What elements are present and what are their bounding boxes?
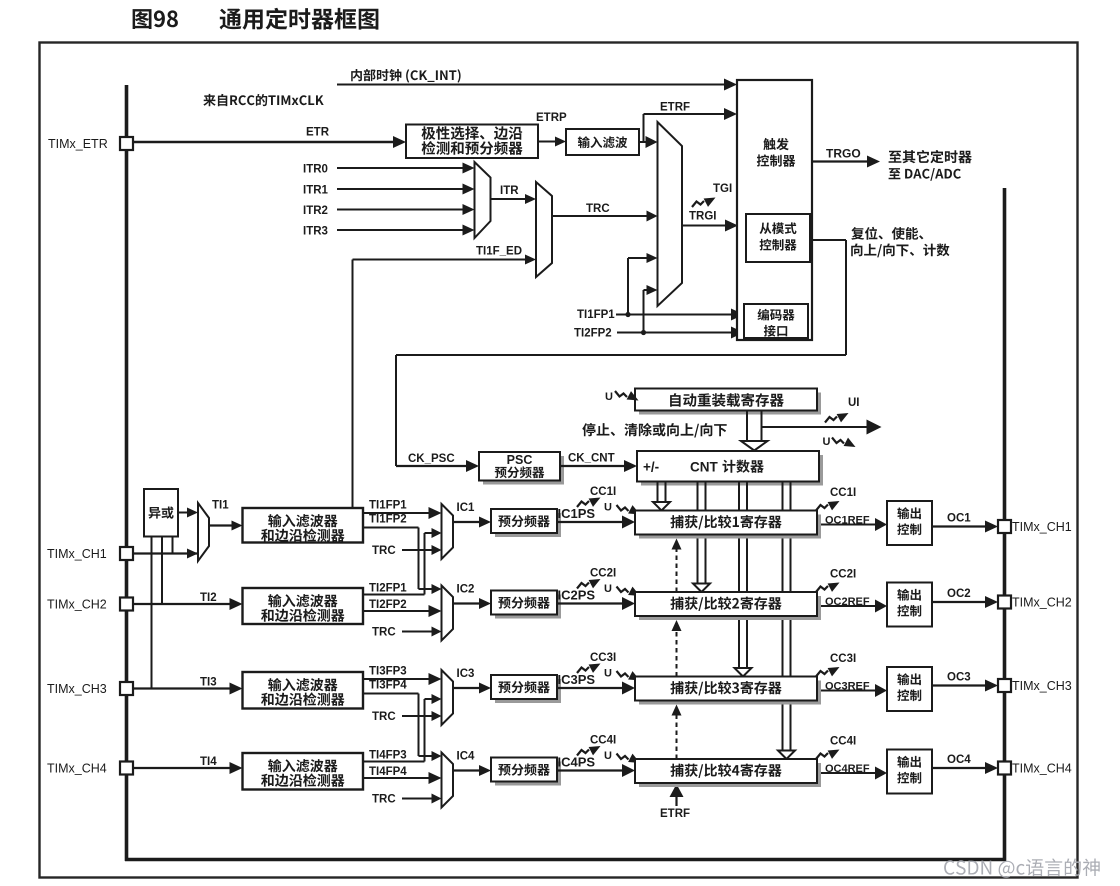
svg-text:U: U (604, 668, 612, 680)
svg-text:TIMx_CH4: TIMx_CH4 (47, 762, 107, 776)
svg-text:U: U (605, 391, 613, 403)
svg-text:CNT: CNT (690, 460, 718, 475)
svg-text:ETRF: ETRF (660, 102, 690, 114)
svg-text:TIMx_CH1: TIMx_CH1 (1012, 520, 1072, 534)
svg-text:ITR3: ITR3 (303, 226, 328, 238)
svg-text:TIMx_CH3: TIMx_CH3 (47, 682, 107, 696)
svg-text:IC1: IC1 (457, 502, 476, 514)
svg-text:TI1FP1: TI1FP1 (577, 309, 615, 321)
svg-text:TIMx_CH1: TIMx_CH1 (47, 547, 107, 561)
svg-text:CC1I: CC1I (590, 486, 616, 498)
svg-text:U: U (823, 436, 831, 448)
svg-text:TRC: TRC (586, 203, 610, 215)
svg-text:TI4: TI4 (200, 756, 217, 768)
svg-text:ITR1: ITR1 (303, 185, 329, 197)
svg-text:TRC: TRC (372, 627, 396, 639)
svg-text:+/-: +/- (643, 460, 659, 475)
svg-text:ETRP: ETRP (536, 112, 567, 124)
svg-text:TI2: TI2 (200, 592, 217, 604)
svg-text:TI1FP2: TI1FP2 (369, 514, 407, 526)
svg-text:OC4: OC4 (947, 754, 971, 766)
svg-text:TI2FP2: TI2FP2 (369, 599, 407, 611)
svg-text:IC1PS: IC1PS (558, 506, 596, 521)
svg-text:IC2: IC2 (457, 584, 475, 596)
svg-text:U: U (604, 583, 612, 595)
svg-text:OC2: OC2 (947, 588, 971, 600)
svg-text:TIMx_ETR: TIMx_ETR (48, 137, 108, 151)
svg-text:TGI: TGI (713, 183, 732, 195)
svg-text:TI2FP1: TI2FP1 (369, 583, 407, 595)
svg-text:TI3: TI3 (200, 677, 217, 689)
svg-text:TRC: TRC (372, 794, 396, 806)
svg-text:TRGI: TRGI (689, 211, 716, 223)
svg-text:TRC: TRC (372, 545, 396, 557)
svg-text:IC4: IC4 (457, 751, 476, 763)
svg-text:TI3FP3: TI3FP3 (369, 666, 407, 678)
svg-text:ETRF: ETRF (660, 808, 690, 820)
svg-text:U: U (604, 502, 612, 514)
svg-text:TIMx_CH4: TIMx_CH4 (1012, 762, 1072, 776)
svg-text:CC2I: CC2I (590, 568, 616, 580)
svg-text:CC4I: CC4I (590, 735, 616, 747)
svg-text:TI2FP2: TI2FP2 (574, 328, 612, 340)
svg-text:IC2PS: IC2PS (558, 588, 596, 603)
svg-text:TRGO: TRGO (826, 147, 861, 161)
svg-text:TIMx_CH2: TIMx_CH2 (47, 598, 107, 612)
svg-text:TI3FP4: TI3FP4 (369, 680, 407, 692)
svg-text:TI4FP3: TI4FP3 (369, 750, 407, 762)
svg-text:ITR0: ITR0 (303, 164, 328, 176)
svg-text:CK_CNT: CK_CNT (568, 453, 615, 465)
svg-text:TIMx_CH2: TIMx_CH2 (1012, 596, 1072, 610)
svg-text:CC2I: CC2I (830, 569, 856, 581)
svg-text:CC1I: CC1I (830, 487, 856, 499)
svg-text:CK_PSC: CK_PSC (408, 453, 455, 465)
svg-text:TIMx_CH3: TIMx_CH3 (1012, 679, 1072, 693)
svg-text:U: U (604, 750, 612, 762)
svg-text:TI4FP4: TI4FP4 (369, 766, 407, 778)
svg-text:TI1FP1: TI1FP1 (369, 500, 407, 512)
svg-text:IC3PS: IC3PS (558, 672, 596, 687)
svg-text:TI1F_ED: TI1F_ED (476, 246, 522, 258)
svg-text:IC4PS: IC4PS (558, 755, 596, 770)
svg-text:UI: UI (848, 397, 860, 409)
svg-text:ITR2: ITR2 (303, 205, 328, 217)
svg-text:TI1: TI1 (212, 500, 229, 512)
svg-text:IC3: IC3 (457, 668, 475, 680)
svg-text:OC3: OC3 (947, 672, 971, 684)
svg-text:PSC: PSC (507, 453, 533, 467)
svg-text:OC1: OC1 (947, 513, 971, 525)
svg-text:ITR: ITR (500, 185, 519, 197)
svg-text:CC4I: CC4I (830, 736, 856, 748)
svg-text:TRC: TRC (372, 711, 396, 723)
svg-text:CC3I: CC3I (830, 653, 856, 665)
svg-text:ETR: ETR (306, 127, 330, 139)
svg-text:CC3I: CC3I (590, 652, 616, 664)
